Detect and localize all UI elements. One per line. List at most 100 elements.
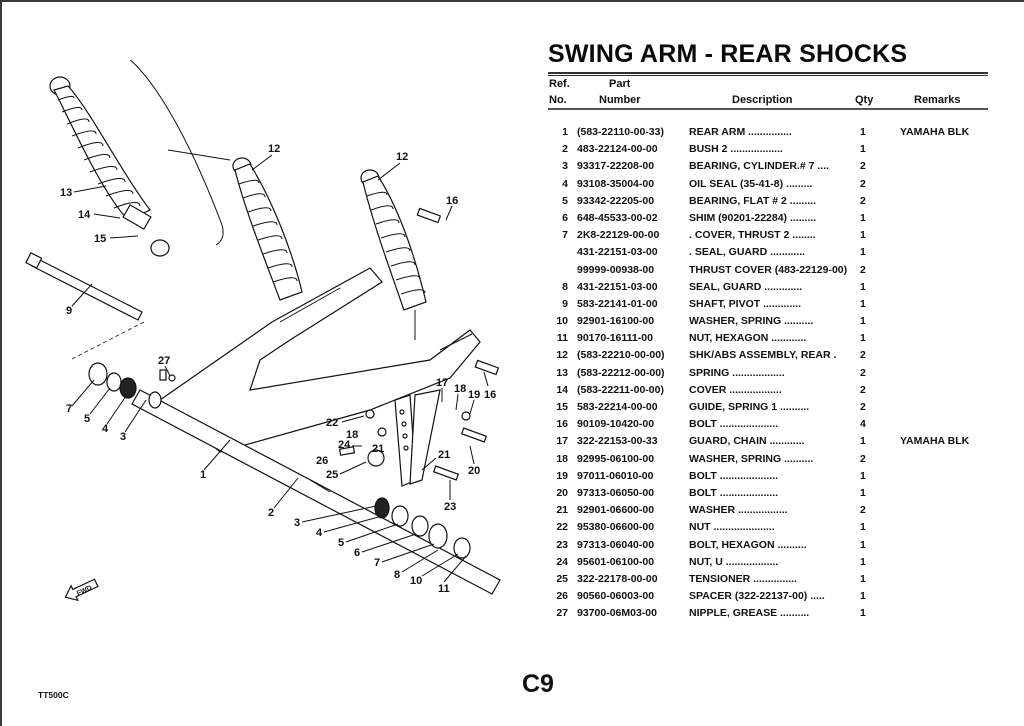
quantity: 1 xyxy=(860,538,866,551)
part-number: (583-22210-00-00) xyxy=(577,349,665,362)
description: TENSIONER ............... xyxy=(689,572,797,585)
part-number: 90170-16111-00 xyxy=(577,332,653,345)
table-row: 16 90109-10420-00 BOLT ...................… xyxy=(548,418,998,435)
quantity: 1 xyxy=(860,211,866,224)
description: . COVER, THRUST 2 ........ xyxy=(689,229,816,242)
svg-text:16: 16 xyxy=(484,389,496,401)
description: SPRING .................. xyxy=(689,366,785,379)
chain-guard-assembly xyxy=(338,389,488,487)
description: BOLT .................... xyxy=(689,486,779,499)
quantity: 1 xyxy=(860,469,866,482)
ref-number: 27 xyxy=(556,607,568,620)
description: BOLT, HEXAGON .......... xyxy=(689,538,807,551)
svg-text:19: 19 xyxy=(468,389,480,401)
ref-number: 13 xyxy=(556,366,568,379)
svg-text:11: 11 xyxy=(438,583,450,595)
ref-number: 12 xyxy=(556,349,568,362)
description: NIPPLE, GREASE .......... xyxy=(689,607,810,620)
quantity: 1 xyxy=(860,521,866,534)
description: SEAL, GUARD ............. xyxy=(689,280,803,293)
part-number: 97313-06040-00 xyxy=(577,538,655,551)
remarks: YAMAHA BLK xyxy=(900,126,970,138)
description: WASHER ................. xyxy=(689,504,788,517)
svg-text:16: 16 xyxy=(446,195,458,207)
svg-text:12: 12 xyxy=(396,151,408,163)
ref-number: 25 xyxy=(556,572,568,585)
quantity: 2 xyxy=(860,366,866,379)
ref-number: 22 xyxy=(556,521,568,534)
part-number: 583-22214-00-00 xyxy=(577,401,658,413)
description: NUT, U .................. xyxy=(689,555,779,568)
quantity: 1 xyxy=(860,297,866,310)
table-row: 6 648-45533-00-02 SHIM (90201-22284) .....… xyxy=(548,212,998,229)
ref-number: 16 xyxy=(556,418,568,431)
description: BUSH 2 .................. xyxy=(689,143,783,156)
quantity: 1 xyxy=(860,143,866,156)
quantity: 1 xyxy=(860,555,866,568)
shock-absorber-middle xyxy=(232,157,303,301)
page-number: C9 xyxy=(522,670,554,698)
ref-number: 23 xyxy=(556,538,568,551)
header-ref-line2: No. xyxy=(549,94,567,106)
quantity: 1 xyxy=(860,315,866,328)
shock-absorber-right xyxy=(360,169,500,376)
svg-text:7: 7 xyxy=(66,403,72,415)
quantity: 2 xyxy=(860,194,866,207)
description: BOLT .................... xyxy=(689,418,779,431)
ref-number: 3 xyxy=(562,160,568,173)
ref-number: 24 xyxy=(556,555,568,568)
ref-number: 18 xyxy=(556,452,568,465)
part-number: 648-45533-00-02 xyxy=(577,211,658,224)
svg-text:6: 6 xyxy=(354,547,360,559)
part-number: 95380-06600-00 xyxy=(577,521,655,534)
header-qty: Qty xyxy=(855,94,874,106)
ref-number: 6 xyxy=(562,211,568,224)
quantity: 1 xyxy=(860,126,866,138)
description: WASHER, SPRING .......... xyxy=(689,452,814,465)
svg-text:9: 9 xyxy=(66,305,72,317)
part-number: 93342-22205-00 xyxy=(577,194,655,207)
ref-number: 20 xyxy=(556,486,568,499)
shock-absorber-exploded xyxy=(49,76,170,257)
description: SHIM (90201-22284) ......... xyxy=(689,211,817,224)
ref-number: 4 xyxy=(562,177,568,190)
svg-text:27: 27 xyxy=(158,355,170,367)
remarks: YAMAHA BLK xyxy=(900,435,970,448)
grease-nipple xyxy=(168,374,176,382)
part-number: (583-22212-00-00) xyxy=(577,366,665,379)
ref-number: 15 xyxy=(556,401,568,413)
svg-text:18: 18 xyxy=(454,383,466,395)
svg-text:3: 3 xyxy=(294,517,300,529)
svg-text:26: 26 xyxy=(316,455,328,467)
header-description: Description xyxy=(732,94,793,106)
part-number: 90109-10420-00 xyxy=(577,418,655,431)
ref-number: 19 xyxy=(556,469,568,482)
header-rule xyxy=(548,108,988,110)
swing-arm-frame xyxy=(131,267,501,595)
description: WASHER, SPRING .......... xyxy=(689,315,814,328)
svg-text:25: 25 xyxy=(326,469,338,481)
part-number: 322-22178-00-00 xyxy=(577,572,658,585)
description: BEARING, CYLINDER.# 7 .... xyxy=(689,160,830,173)
part-number: 92901-06600-00 xyxy=(577,504,655,517)
page-title: SWING ARM - REAR SHOCKS xyxy=(548,40,908,68)
ref-number: 9 xyxy=(562,297,568,310)
header-ref-line1: Ref. xyxy=(549,78,570,90)
ref-number: 1 xyxy=(562,126,568,138)
quantity: 2 xyxy=(860,383,866,396)
description: SPACER (322-22137-00) ..... xyxy=(689,590,825,603)
part-number: 93700-06M03-00 xyxy=(577,607,657,620)
quantity: 1 xyxy=(860,332,866,345)
part-number: (583-22110-00-33) xyxy=(577,126,664,138)
parts-table-body: 1(583-22110-00-33)REAR ARM .............… xyxy=(548,126,998,624)
ref-number: 5 xyxy=(562,194,568,207)
quantity: 1 xyxy=(860,607,866,620)
